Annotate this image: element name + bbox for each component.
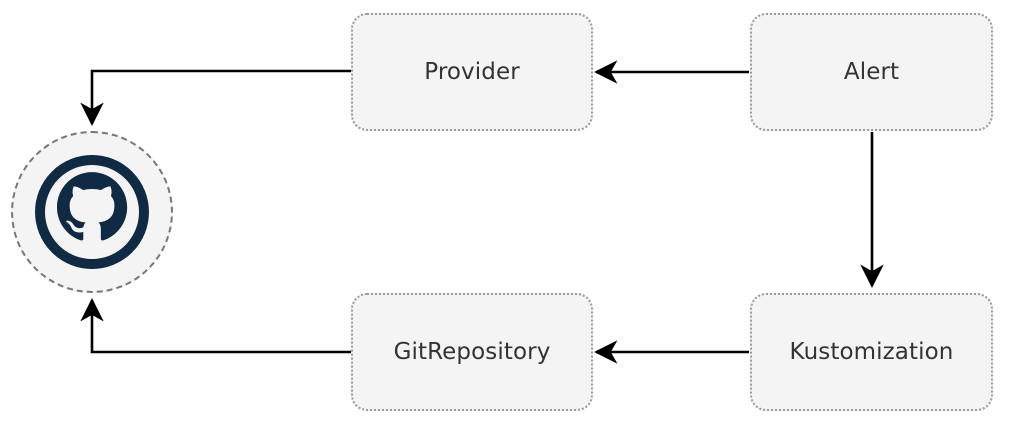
node-gitrepository[interactable]: GitRepository	[351, 293, 593, 411]
node-alert-label: Alert	[843, 59, 900, 85]
node-kustomization-label: Kustomization	[789, 339, 954, 365]
node-provider[interactable]: Provider	[351, 13, 593, 131]
github-icon	[35, 155, 149, 269]
node-gitrepository-label: GitRepository	[393, 339, 551, 365]
node-provider-label: Provider	[424, 59, 520, 85]
node-kustomization[interactable]: Kustomization	[750, 293, 993, 411]
node-github[interactable]	[11, 131, 173, 293]
edge-provider-to-github	[80, 69, 351, 126]
edge-gitrepository-to-github	[80, 298, 351, 354]
node-alert[interactable]: Alert	[750, 13, 993, 131]
